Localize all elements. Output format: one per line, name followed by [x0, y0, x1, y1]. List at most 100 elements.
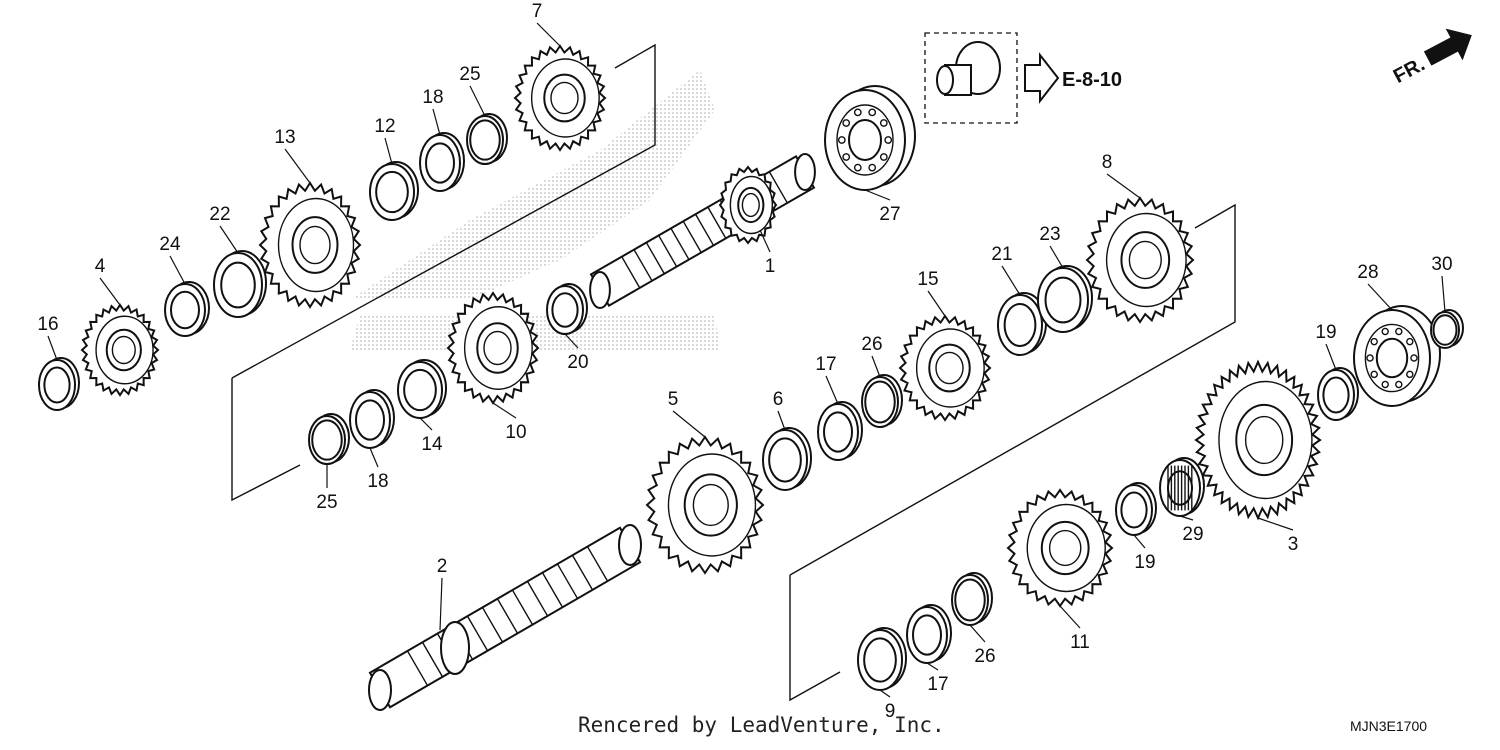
- part-number-label[interactable]: 21: [991, 244, 1012, 265]
- callout-17[interactable]: 17: [815, 354, 839, 405]
- part-washer-17[interactable]: [817, 401, 863, 461]
- callout-17[interactable]: 17: [926, 662, 949, 695]
- part-washer-20[interactable]: [546, 283, 588, 335]
- part-number-label[interactable]: 19: [1134, 552, 1155, 573]
- part-washer-22[interactable]: [213, 250, 267, 318]
- part-bushing-14[interactable]: [397, 359, 447, 419]
- part-number-label[interactable]: 19: [1315, 322, 1336, 343]
- callout-26[interactable]: 26: [861, 334, 883, 378]
- part-circlip-26[interactable]: [861, 374, 903, 428]
- part-number-label[interactable]: 20: [567, 352, 588, 373]
- part-washer-23[interactable]: [1037, 265, 1093, 333]
- callout-9[interactable]: 9: [879, 689, 896, 722]
- part-gear-large-3[interactable]: [1194, 359, 1322, 521]
- part-number-label[interactable]: 5: [668, 389, 679, 410]
- callout-13[interactable]: 13: [274, 127, 311, 184]
- part-number-label[interactable]: 3: [1288, 534, 1299, 555]
- part-bearing-28[interactable]: [1353, 305, 1441, 407]
- part-number-label[interactable]: 17: [815, 354, 836, 375]
- part-number-label[interactable]: 2: [437, 556, 448, 577]
- part-mainshaft-1[interactable]: [589, 153, 816, 309]
- part-number-label[interactable]: 13: [274, 127, 295, 148]
- callout-18[interactable]: 18: [422, 87, 444, 136]
- callout-16[interactable]: 16: [37, 314, 59, 361]
- part-bushing-12[interactable]: [369, 161, 419, 221]
- reference-code[interactable]: E-8-10: [1062, 69, 1122, 91]
- part-number-label[interactable]: 14: [421, 434, 443, 455]
- callout-2[interactable]: 2: [437, 556, 448, 631]
- part-washer-21[interactable]: [997, 292, 1047, 356]
- part-number-label[interactable]: 25: [316, 492, 337, 513]
- part-gear-15[interactable]: [898, 314, 992, 422]
- part-number-label[interactable]: 23: [1039, 224, 1060, 245]
- part-gear-11[interactable]: [1006, 488, 1114, 608]
- part-number-label[interactable]: 1: [765, 256, 776, 277]
- callout-8[interactable]: 8: [1102, 152, 1141, 199]
- part-circlip-26[interactable]: [951, 572, 993, 626]
- callout-12[interactable]: 12: [374, 116, 396, 165]
- part-number-label[interactable]: 27: [879, 204, 900, 225]
- callout-21[interactable]: 21: [991, 244, 1021, 296]
- part-number-label[interactable]: 18: [422, 87, 443, 108]
- part-number-label[interactable]: 12: [374, 116, 395, 137]
- part-circlip-25[interactable]: [308, 413, 350, 465]
- part-number-label[interactable]: 25: [459, 64, 480, 85]
- part-bushing-9[interactable]: [857, 627, 907, 691]
- callout-7[interactable]: 7: [532, 1, 561, 47]
- part-number-label[interactable]: 18: [367, 471, 388, 492]
- part-number-label[interactable]: 8: [1102, 152, 1113, 173]
- callout-18[interactable]: 18: [367, 447, 389, 492]
- part-gear-10[interactable]: [446, 291, 540, 405]
- part-number-label[interactable]: 11: [1070, 632, 1090, 653]
- part-needle-bearing-29[interactable]: [1159, 457, 1205, 517]
- part-bushing-6[interactable]: [762, 427, 812, 491]
- part-number-label[interactable]: 9: [885, 701, 896, 722]
- part-circlip-30[interactable]: [1430, 309, 1464, 349]
- part-bearing-27[interactable]: [824, 85, 916, 191]
- callout-19[interactable]: 19: [1315, 322, 1337, 371]
- part-washer-17[interactable]: [906, 604, 952, 664]
- part-number-label[interactable]: 6: [773, 389, 784, 410]
- part-number-label[interactable]: 29: [1182, 524, 1203, 545]
- callout-6[interactable]: 6: [773, 389, 786, 431]
- callout-1[interactable]: 1: [759, 229, 776, 277]
- part-gear-13[interactable]: [258, 181, 362, 309]
- part-number-label[interactable]: 10: [505, 422, 526, 443]
- callout-11[interactable]: 11: [1059, 605, 1090, 653]
- part-gear-8[interactable]: [1085, 196, 1195, 324]
- callout-10[interactable]: 10: [492, 402, 527, 443]
- part-washer-18[interactable]: [349, 389, 395, 449]
- callout-25[interactable]: 25: [459, 64, 486, 117]
- callout-15[interactable]: 15: [917, 269, 946, 317]
- callout-26[interactable]: 26: [969, 624, 996, 667]
- callout-23[interactable]: 23: [1039, 224, 1064, 269]
- callout-14[interactable]: 14: [419, 417, 443, 455]
- part-number-label[interactable]: 24: [159, 234, 181, 255]
- part-washer-19[interactable]: [1317, 367, 1359, 421]
- part-number-label[interactable]: 15: [917, 269, 938, 290]
- callout-5[interactable]: 5: [668, 389, 706, 438]
- part-number-label[interactable]: 26: [974, 646, 995, 667]
- part-washer-19[interactable]: [1115, 482, 1157, 536]
- part-number-label[interactable]: 26: [861, 334, 882, 355]
- part-gear-4[interactable]: [80, 303, 160, 397]
- callout-28[interactable]: 28: [1357, 262, 1393, 311]
- part-washer-18[interactable]: [419, 132, 465, 192]
- callout-4[interactable]: 4: [95, 256, 121, 306]
- reference-part-box[interactable]: E-8-10: [924, 32, 1122, 124]
- part-washer-16[interactable]: [38, 357, 80, 411]
- part-number-label[interactable]: 4: [95, 256, 106, 277]
- callout-24[interactable]: 24: [159, 234, 186, 285]
- part-circlip-25[interactable]: [466, 113, 508, 165]
- part-washer-24[interactable]: [164, 281, 210, 337]
- part-number-label[interactable]: 22: [209, 204, 230, 225]
- part-number-label[interactable]: 28: [1357, 262, 1378, 283]
- callout-30[interactable]: 30: [1431, 254, 1453, 313]
- callout-25[interactable]: 25: [316, 464, 338, 513]
- callout-22[interactable]: 22: [209, 204, 239, 254]
- part-number-label[interactable]: 30: [1431, 254, 1452, 275]
- part-gear-7[interactable]: [513, 44, 607, 152]
- part-number-label[interactable]: 7: [532, 1, 543, 22]
- callout-29[interactable]: 29: [1179, 515, 1204, 545]
- callout-3[interactable]: 3: [1257, 517, 1299, 555]
